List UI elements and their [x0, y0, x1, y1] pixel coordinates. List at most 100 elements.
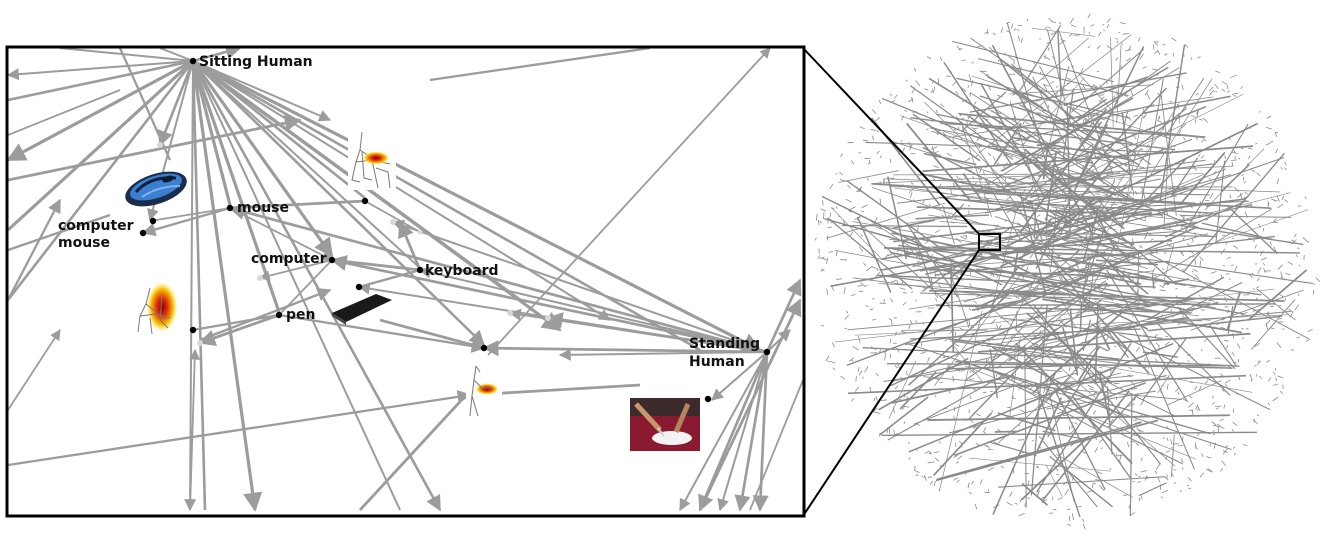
cloud-leaf-edge: [1194, 119, 1197, 123]
cloud-leaf-edge: [1276, 178, 1279, 185]
cloud-edge: [905, 122, 971, 201]
cloud-leaf-edge: [1106, 24, 1110, 29]
cloud-edge: [1046, 29, 1066, 102]
edge-sitting-human: [191, 60, 232, 206]
cloud-leaf-edge: [1285, 272, 1291, 276]
standing-human-pose: [466, 362, 502, 418]
cloud-edge: [1159, 44, 1186, 203]
cloud-leaf-edge: [1048, 17, 1053, 22]
cloud-edge: [937, 421, 1142, 480]
edge-sitting-human: [8, 60, 194, 81]
cloud-leaf-edge: [889, 338, 892, 344]
cloud-leaf-edge: [1199, 294, 1201, 297]
cloud-leaf-edge: [930, 90, 935, 93]
cloud-leaf-edge: [1256, 277, 1260, 282]
cloud-leaf-edge: [1095, 479, 1100, 481]
cloud-edge: [1116, 44, 1122, 124]
cloud-leaf-edge: [984, 32, 989, 34]
cloud-leaf-edge: [1208, 299, 1215, 302]
cloud-leaf-edge: [1115, 57, 1119, 61]
cloud-leaf-edge: [851, 359, 854, 362]
cloud-leaf-edge: [1203, 117, 1209, 123]
graph-edge: [331, 258, 421, 272]
cloud-leaf-edge: [1200, 348, 1203, 352]
cloud-leaf-edge: [1042, 83, 1050, 87]
cloud-leaf-edge: [1273, 246, 1277, 253]
cloud-leaf-edge: [875, 396, 878, 401]
cloud-leaf-edge: [873, 397, 876, 402]
cloud-leaf-edge: [973, 300, 978, 304]
edge-standing-human: [418, 266, 768, 353]
cloud-leaf-edge: [1122, 32, 1130, 35]
cloud-edge: [842, 224, 968, 228]
cloud-leaf-edge: [1224, 379, 1231, 384]
cloud-leaf-edge: [956, 461, 959, 464]
cloud-leaf-edge: [1234, 265, 1238, 272]
cloud-leaf-edge: [829, 183, 834, 190]
cloud-edge: [1045, 150, 1058, 221]
cloud-leaf-edge: [876, 150, 880, 155]
cloud-leaf-edge: [1277, 375, 1284, 379]
node-sitting-pose-top: [361, 197, 369, 205]
cloud-edge: [883, 178, 1281, 193]
cloud-leaf-edge: [1118, 31, 1121, 34]
cloud-edge: [1215, 160, 1226, 243]
cloud-leaf-edge: [913, 68, 917, 72]
cloud-leaf-edge: [1254, 143, 1258, 145]
cloud-leaf-edge: [1074, 422, 1078, 425]
cloud-leaf-edge: [857, 367, 860, 372]
cloud-edge: [1013, 157, 1055, 214]
cloud-edge: [1157, 374, 1170, 394]
cloud-leaf-edge: [1307, 329, 1313, 333]
cloud-leaf-edge: [1160, 496, 1164, 499]
cloud-edge: [1156, 322, 1231, 396]
cloud-leaf-edge: [1005, 21, 1011, 24]
cloud-leaf-edge: [1154, 42, 1159, 46]
cloud-leaf-edge: [1165, 425, 1170, 430]
cloud-edge: [1000, 97, 1134, 172]
cloud-edge: [910, 85, 1014, 161]
cloud-edge: [1055, 453, 1133, 498]
cloud-leaf-edge: [928, 203, 932, 206]
cloud-edge: [1024, 148, 1099, 215]
sitting-human-pose-top: [348, 128, 396, 190]
cloud-leaf-edge: [1102, 29, 1106, 31]
cloud-leaf-edge: [1270, 198, 1276, 201]
cloud-leaf-edge: [1280, 271, 1283, 278]
cloud-leaf-edge: [926, 56, 932, 60]
cloud-edge: [909, 328, 1141, 340]
cloud-leaf-edge: [1170, 447, 1174, 449]
cloud-leaf-edge: [1180, 123, 1186, 129]
cloud-edge: [1016, 332, 1111, 367]
cloud-leaf-edge: [851, 398, 854, 402]
cloud-edge: [1050, 208, 1104, 220]
edge-standing-human: [482, 340, 768, 357]
cloud-leaf-edge: [911, 97, 914, 103]
cloud-leaf-edge: [1071, 513, 1074, 521]
cloud-edge: [913, 380, 1028, 425]
cloud-leaf-edge: [1305, 239, 1310, 243]
cloud-leaf-edge: [1209, 192, 1214, 199]
cloud-leaf-edge: [1197, 56, 1201, 59]
cloud-leaf-edge: [1097, 471, 1103, 475]
cloud-edge: [950, 340, 1147, 368]
edge-sitting-human: [192, 48, 242, 63]
cloud-leaf-edge: [875, 271, 881, 278]
graph-edge: [8, 213, 111, 252]
edge-sitting-human: [191, 60, 442, 512]
graph-edge: [8, 89, 121, 136]
cloud-leaf-edge: [1248, 147, 1253, 150]
cloud-leaf-edge: [953, 455, 959, 458]
graph-edge: [229, 199, 366, 210]
cloud-leaf-edge: [916, 423, 921, 427]
cloud-leaf-edge: [934, 151, 939, 154]
graph-edge: [8, 198, 62, 301]
cloud-edge: [1035, 151, 1061, 159]
cloud-leaf-edge: [1074, 249, 1080, 254]
cloud-leaf-edge: [1284, 199, 1288, 203]
zoom-connector-top: [802, 47, 980, 235]
cloud-edge: [1121, 110, 1129, 136]
cloud-edge: [879, 396, 929, 436]
cloud-edge: [883, 367, 972, 382]
cloud-edge: [922, 145, 1254, 173]
